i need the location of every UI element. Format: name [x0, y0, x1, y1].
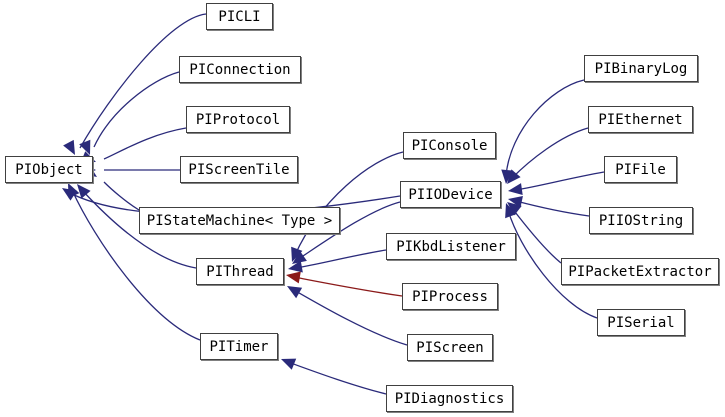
arrowhead-piscreen-to-pithread — [287, 286, 303, 299]
arrowhead-pitimer-to-piobject — [68, 183, 80, 199]
class-node-label: PITimer — [209, 338, 269, 355]
edge-pibinarylog-to-piiodevice — [505, 79, 585, 177]
class-node-label: PIBinaryLog — [594, 60, 688, 77]
edge-pikbdlistener-to-pithread — [295, 249, 387, 269]
class-node-pitimer[interactable]: PITimer — [200, 333, 278, 360]
arrowhead-piiodevice-to-pithread — [292, 251, 307, 264]
edge-piprocess-to-pithread — [293, 276, 403, 297]
arrowhead-piiostring-to-piiodevice — [508, 196, 523, 208]
class-node-picli[interactable]: PICLI — [206, 3, 273, 30]
class-node-label: PIThread — [206, 263, 274, 280]
edge-pidiagnostics-to-pitimer — [287, 361, 387, 395]
arrowhead-piethernet-to-piiodevice — [507, 169, 521, 184]
class-node-label: PIObject — [15, 161, 83, 178]
arrowhead-pibinarylog-to-piiodevice — [501, 169, 514, 184]
class-node-label: PIProcess — [412, 288, 488, 305]
class-node-pifile[interactable]: PIFile — [604, 156, 677, 183]
edge-pistatemachine-to-piobject — [103, 181, 140, 211]
class-node-piscreentile[interactable]: PIScreenTile — [180, 156, 298, 183]
class-node-pikbdlistener[interactable]: PIKbdListener — [386, 233, 516, 260]
class-node-piprotocol[interactable]: PIProtocol — [186, 106, 290, 133]
class-node-label: PIStateMachine< Type > — [146, 212, 333, 229]
class-node-piprocess[interactable]: PIProcess — [402, 283, 498, 310]
edge-piconnection-to-piobject — [93, 71, 180, 148]
class-node-label: PIConsole — [411, 137, 488, 154]
class-node-pibinarylog[interactable]: PIBinaryLog — [584, 55, 698, 82]
edge-pipacketextractor-to-piiodevice — [511, 207, 562, 264]
arrowhead-piconsole-to-pithread — [291, 246, 303, 262]
class-node-pidiagnostics[interactable]: PIDiagnostics — [386, 385, 513, 412]
class-node-label: PIPacketExtractor — [568, 263, 712, 280]
class-node-label: PIConnection — [189, 61, 291, 78]
arrowhead-piprocess-to-pithread — [286, 271, 301, 284]
arrowhead-pikbdlistener-to-pithread — [288, 260, 303, 273]
class-node-label: PIEthernet — [598, 111, 683, 128]
edge-piethernet-to-piiodevice — [511, 127, 589, 179]
class-node-label: PISerial — [607, 314, 675, 331]
edge-piprotocol-to-piobject — [103, 127, 187, 160]
class-node-pithread[interactable]: PIThread — [196, 258, 284, 285]
class-node-label: PIIOString — [598, 212, 684, 229]
arrowhead-pifile-to-piiodevice — [508, 183, 523, 195]
class-node-label: PIIODevice — [408, 186, 493, 203]
edge-group — [62, 13, 605, 395]
class-node-label: PICLI — [218, 8, 261, 25]
class-node-label: PIFile — [615, 161, 666, 178]
arrowhead-piconnection-to-piobject — [79, 139, 91, 155]
arrowhead-piserial-to-piiodevice — [505, 203, 517, 219]
class-node-piconsole[interactable]: PIConsole — [403, 132, 496, 159]
class-node-piconnection[interactable]: PIConnection — [179, 56, 301, 83]
class-node-label: PIProtocol — [195, 111, 281, 128]
class-node-piobject[interactable]: PIObject — [5, 156, 93, 183]
arrowhead-pidiagnostics-to-pitimer — [281, 358, 297, 370]
class-node-piiodevice[interactable]: PIIODevice — [400, 181, 501, 208]
class-node-label: PIDiagnostics — [394, 390, 505, 407]
class-node-pipacketextractor[interactable]: PIPacketExtractor — [561, 258, 719, 285]
class-node-pistatemachine[interactable]: PIStateMachine< Type > — [139, 207, 340, 234]
edge-piiostring-to-piiodevice — [515, 200, 590, 217]
class-node-piscreen[interactable]: PIScreen — [407, 334, 493, 361]
class-node-label: PIKbdListener — [396, 238, 506, 255]
class-node-label: PIScreen — [416, 339, 484, 356]
class-node-piiostring[interactable]: PIIOString — [589, 207, 693, 234]
class-node-label: PIScreenTile — [188, 161, 290, 178]
arrowhead-piiodevice-to-piobject — [62, 188, 78, 201]
edge-pifile-to-piiodevice — [515, 171, 605, 191]
edge-piscreen-to-pithread — [293, 289, 408, 346]
class-node-piethernet[interactable]: PIEthernet — [588, 106, 693, 133]
class-node-piserial[interactable]: PISerial — [597, 309, 685, 336]
arrowhead-pipacketextractor-to-piiodevice — [507, 202, 522, 216]
